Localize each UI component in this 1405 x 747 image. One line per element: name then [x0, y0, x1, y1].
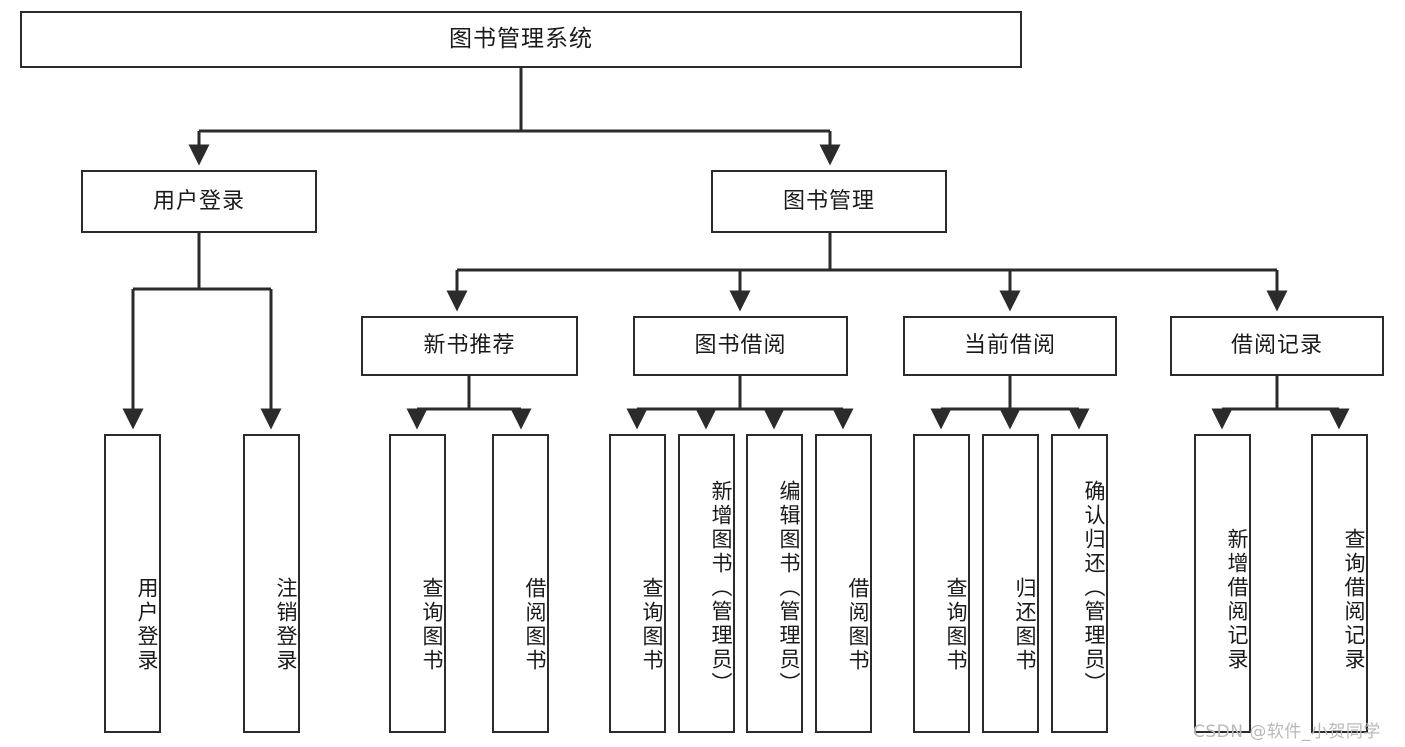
node-leaf-return-book[interactable]: 归还图书 — [982, 434, 1039, 733]
node-leaf-logout[interactable]: 注销登录 — [243, 434, 300, 733]
node-leaf-query-book-2[interactable]: 查询图书 — [609, 434, 666, 733]
node-leaf-add-book-admin[interactable]: 新增图书（管理员） — [678, 434, 735, 733]
node-borrow-record[interactable]: 借阅记录 — [1170, 316, 1384, 376]
node-leaf-add-borrow-record[interactable]: 新增借阅记录 — [1194, 434, 1251, 733]
node-book-borrow[interactable]: 图书借阅 — [633, 316, 848, 376]
node-leaf-edit-book-admin[interactable]: 编辑图书（管理员） — [746, 434, 803, 733]
node-leaf-query-book-1[interactable]: 查询图书 — [389, 434, 446, 733]
node-leaf-user-login[interactable]: 用户登录 — [104, 434, 161, 733]
node-leaf-query-borrow-record[interactable]: 查询借阅记录 — [1311, 434, 1368, 733]
node-new-book-recommend[interactable]: 新书推荐 — [361, 316, 578, 376]
node-root[interactable]: 图书管理系统 — [20, 11, 1022, 68]
node-book-manage[interactable]: 图书管理 — [711, 170, 947, 233]
node-user-login[interactable]: 用户登录 — [81, 170, 317, 233]
node-leaf-borrow-book-1[interactable]: 借阅图书 — [492, 434, 549, 733]
node-leaf-borrow-book-2[interactable]: 借阅图书 — [815, 434, 872, 733]
node-leaf-confirm-return-admin[interactable]: 确认归还（管理员） — [1051, 434, 1108, 733]
node-leaf-query-book-3[interactable]: 查询图书 — [913, 434, 970, 733]
node-current-borrow[interactable]: 当前借阅 — [903, 316, 1117, 376]
